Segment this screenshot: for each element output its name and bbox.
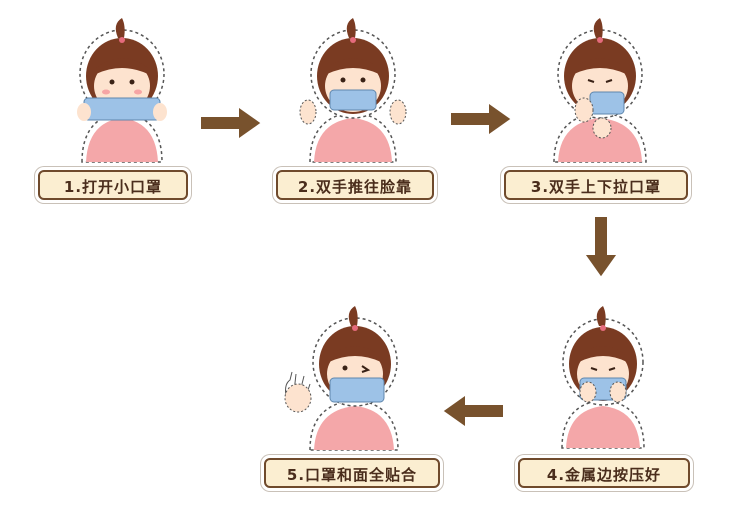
step-2-label: 2.双手推往脸靠 — [276, 170, 434, 200]
step-1-label: 1.打开小口罩 — [38, 170, 188, 200]
step-5-girl-illustration — [280, 300, 410, 451]
step-3-label: 3.双手上下拉口罩 — [504, 170, 688, 200]
arrow-left-icon — [440, 392, 506, 430]
step-2-girl-illustration — [288, 12, 418, 163]
arrow-right-1-icon — [198, 104, 264, 142]
step-1-girl-illustration — [62, 12, 182, 163]
arrow-down-icon — [582, 214, 620, 280]
step-4-label: 4.金属边按压好 — [518, 458, 690, 488]
step-3-girl-illustration — [540, 12, 660, 163]
arrow-right-2-icon — [448, 100, 514, 138]
step-5-label: 5.口罩和面全贴合 — [264, 458, 440, 488]
step-4-girl-illustration — [548, 300, 658, 449]
